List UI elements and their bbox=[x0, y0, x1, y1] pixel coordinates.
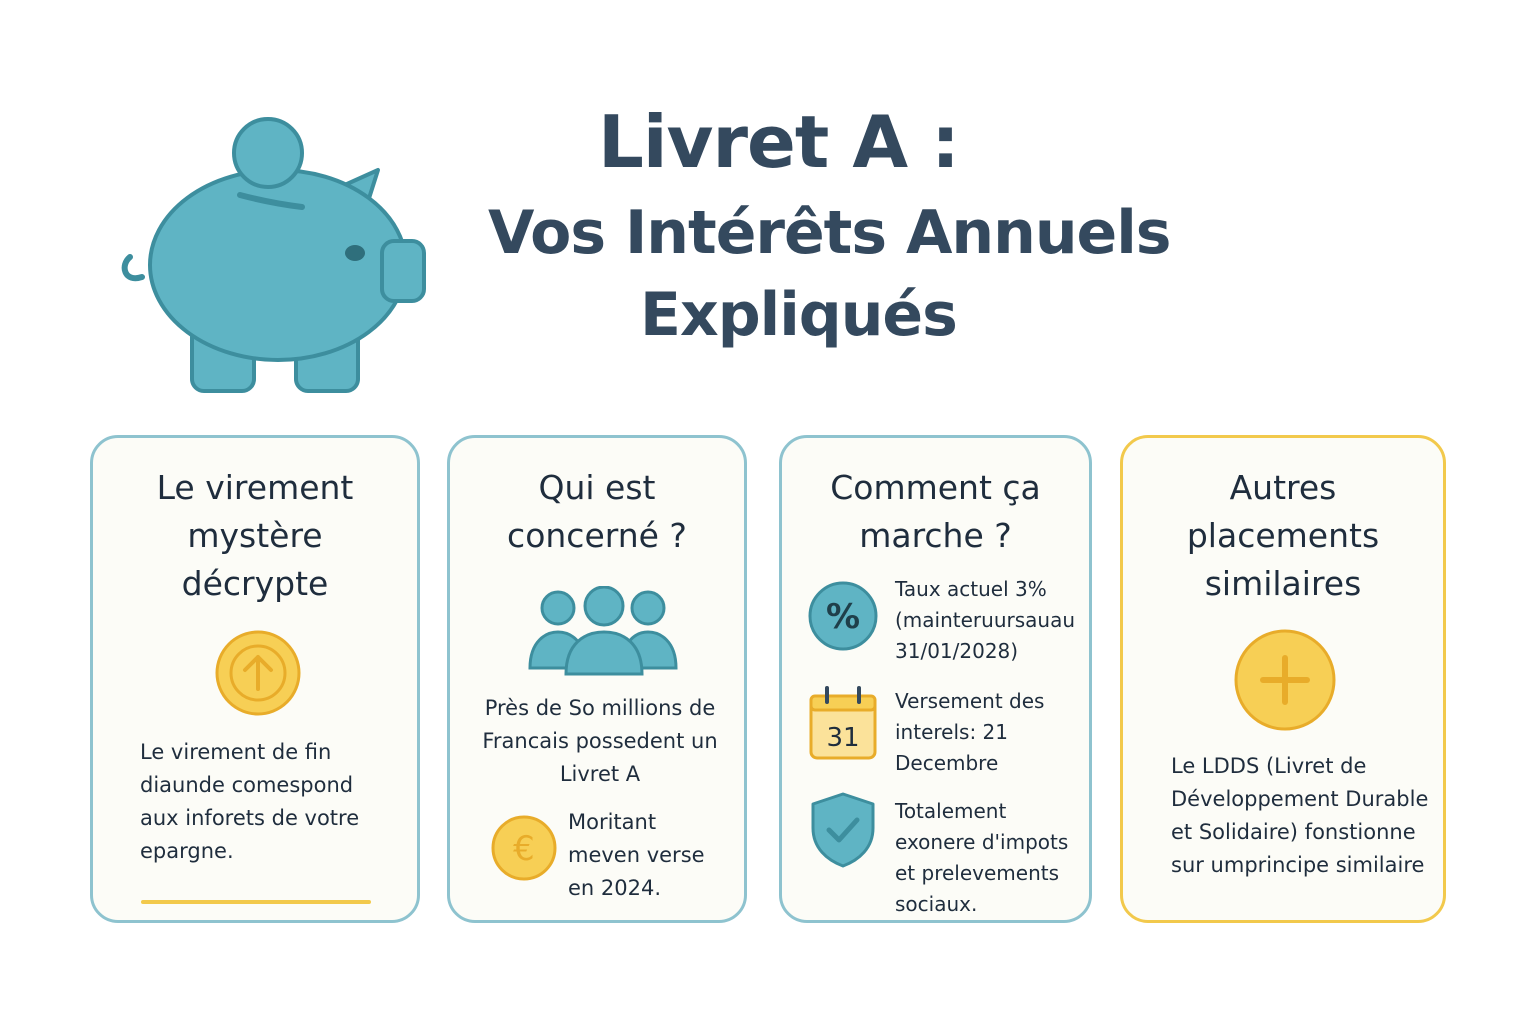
page-title: Livret A : bbox=[598, 100, 960, 184]
row-text-taux: Taux actuel 3% (mainteruursauau 31/01/20… bbox=[895, 577, 1075, 663]
card-sub-text: Moritant meven verse en 2024. bbox=[568, 810, 705, 900]
card-text: Le virement de fin diaunde comespond aux… bbox=[140, 740, 360, 863]
svg-text:€: € bbox=[513, 829, 535, 869]
card-qui-est-concerne: Qui est concerné ? Près de So millions d… bbox=[447, 435, 747, 923]
calendar-icon: 31 bbox=[809, 686, 877, 760]
card-title: Comment ça marche ? bbox=[830, 468, 1041, 555]
euro-coin-icon: € bbox=[491, 815, 557, 881]
svg-text:%: % bbox=[826, 597, 860, 637]
row-text-exonere: Totalement exonere d'impots et preleveme… bbox=[895, 799, 1069, 916]
arrow-up-icon bbox=[215, 630, 301, 716]
page-subtitle-line-2: Expliqués bbox=[640, 280, 958, 350]
plus-icon bbox=[1234, 629, 1336, 731]
card-title: Le virement mystère décrypte bbox=[156, 468, 354, 603]
calendar-day-badge: 31 bbox=[826, 723, 859, 753]
card-text: Le LDDS (Livret de Développement Durable… bbox=[1171, 754, 1429, 877]
card-autres-placements: Autres placements similaires Le LDDS (Li… bbox=[1120, 435, 1446, 923]
card-text: Près de So millions de Francais posseden… bbox=[482, 696, 718, 786]
people-icon bbox=[528, 586, 678, 676]
shield-check-icon bbox=[811, 792, 875, 868]
divider-line bbox=[141, 900, 371, 904]
card-comment-ca-marche: Comment ça marche ? % Taux actuel 3% (ma… bbox=[779, 435, 1092, 923]
card-virement-mystere: Le virement mystère décrypte Le virement… bbox=[90, 435, 420, 923]
page-subtitle-line-1: Vos Intérêts Annuels bbox=[488, 198, 1172, 268]
percent-icon: % bbox=[808, 581, 878, 651]
row-text-versement: Versement des interels: 21 Decembre bbox=[895, 689, 1045, 775]
card-title: Qui est concerné ? bbox=[507, 468, 687, 555]
card-title: Autres placements similaires bbox=[1186, 468, 1380, 603]
piggy-bank-icon bbox=[121, 117, 426, 393]
